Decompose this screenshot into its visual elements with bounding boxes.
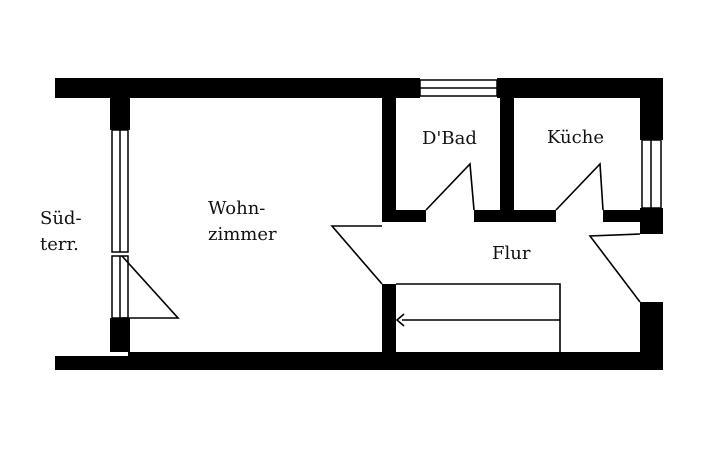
bath-wall-stub [396,210,426,222]
kitchen-door [555,162,604,211]
bath-kitchen-stub [474,210,556,222]
living-west-wall-lower [110,318,130,352]
bottom-wall [128,352,663,370]
bath-kitchen-wall [500,98,514,222]
living-west-wall-upper [110,98,130,130]
doors [121,162,641,319]
hall-label: Flur [492,243,531,264]
terrace-label-line2: terr. [40,234,79,255]
room-labels: Wohn- zimmer D'Bad Küche Flur Süd- terr. [40,127,604,264]
kitchen-wall-stub [603,210,640,222]
kitchen-label: Küche [547,127,604,148]
west-window-lower [111,255,129,319]
top-wall-right [497,78,663,98]
living-east-wall-lower [382,284,396,352]
east-wall-mid [640,208,663,234]
top-wall-left [55,78,420,98]
windows [111,79,662,319]
stair-arrow-icon [395,313,405,327]
entrance-door [588,233,641,303]
bath-door [425,162,475,211]
east-wall-upper [640,98,663,140]
walls [55,78,663,370]
bath-label: D'Bad [422,128,477,149]
west-window-upper [111,129,129,253]
living-room-label-line1: Wohn- [208,198,265,219]
bottom-wall-left [55,356,128,370]
living-room-door [330,225,383,285]
stair-outline [396,283,561,352]
terrace-door [121,255,180,319]
terrace-label-line1: Süd- [40,208,82,229]
top-window [419,79,498,97]
living-east-wall-upper [382,98,396,222]
east-window [641,139,662,209]
living-room-label-line2: zimmer [208,224,277,245]
staircase [395,283,561,352]
east-wall-lower [640,302,663,352]
